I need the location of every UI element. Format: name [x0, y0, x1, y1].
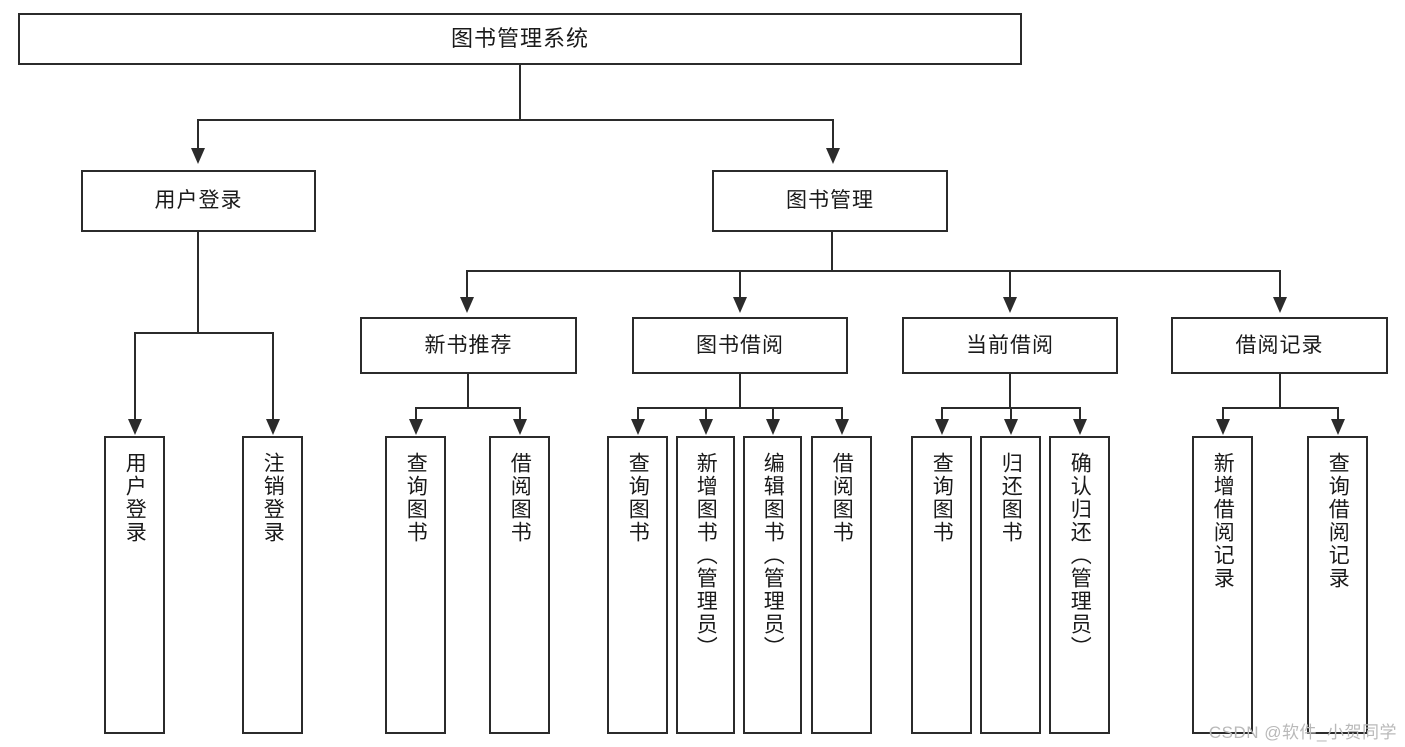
node-user-login[interactable]: 用户登录: [81, 170, 316, 232]
leaf-label: 查询图书: [626, 452, 650, 544]
leaf-bb-edit-book[interactable]: 编辑图书（管理员）: [743, 436, 802, 734]
node-label: 图书管理系统: [450, 25, 589, 51]
leaf-label: 查询图书: [930, 452, 954, 544]
connector-cb-drop-1: [941, 407, 943, 420]
connector-root-stem: [519, 65, 521, 120]
leaf-cb-return-book[interactable]: 归还图书: [980, 436, 1041, 734]
connector-root-drop-1: [197, 119, 199, 149]
arrow-to-new-book-recommend: [460, 297, 474, 313]
leaf-nbr-borrow-book[interactable]: 借阅图书: [489, 436, 550, 734]
connector-root-drop-2: [832, 119, 834, 149]
connector-bm-drop-3: [1009, 270, 1011, 298]
arrow-to-leaf-bb-add-book: [699, 419, 713, 435]
connector-cb-drop-2: [1010, 407, 1012, 420]
arrow-to-book-management: [826, 148, 840, 164]
node-book-management[interactable]: 图书管理: [712, 170, 948, 232]
leaf-bb-borrow-book[interactable]: 借阅图书: [811, 436, 872, 734]
connector-nbr-drop-2: [519, 407, 521, 420]
arrow-to-borrow-record: [1273, 297, 1287, 313]
connector-bb-drop-3: [772, 407, 774, 420]
connector-user-login-drop-2: [272, 332, 274, 420]
leaf-br-add-record[interactable]: 新增借阅记录: [1192, 436, 1253, 734]
connector-bm-drop-2: [739, 270, 741, 298]
arrow-to-current-borrow: [1003, 297, 1017, 313]
connector-bm-drop-1: [466, 270, 468, 298]
arrow-to-leaf-user-login: [128, 419, 142, 435]
arrow-to-leaf-br-query-record: [1331, 419, 1345, 435]
connector-root-bar: [197, 119, 833, 121]
node-label: 图书管理: [786, 189, 874, 213]
connector-bb-drop-4: [841, 407, 843, 420]
arrow-to-leaf-br-add-record: [1216, 419, 1230, 435]
node-new-book-recommend[interactable]: 新书推荐: [360, 317, 577, 374]
connector-br-bar: [1222, 407, 1338, 409]
leaf-br-query-record[interactable]: 查询借阅记录: [1307, 436, 1368, 734]
connector-br-drop-2: [1337, 407, 1339, 420]
leaf-label: 新增借阅记录: [1211, 452, 1235, 590]
node-label: 图书借阅: [696, 333, 784, 357]
connector-nbr-stem: [467, 374, 469, 409]
arrow-to-leaf-bb-query-book: [631, 419, 645, 435]
connector-user-login-bar: [134, 332, 273, 334]
leaf-label: 借阅图书: [508, 452, 532, 544]
leaf-label: 注销登录: [261, 452, 285, 544]
connector-user-login-drop-1: [134, 332, 136, 420]
leaf-label: 借阅图书: [830, 452, 854, 544]
connector-cb-drop-3: [1079, 407, 1081, 420]
node-label: 新书推荐: [424, 333, 513, 357]
node-root-book-management-system[interactable]: 图书管理系统: [18, 13, 1022, 65]
leaf-cb-confirm-return[interactable]: 确认归还（管理员）: [1049, 436, 1110, 734]
connector-bb-bar: [637, 407, 843, 409]
arrow-to-leaf-cb-return-book: [1004, 419, 1018, 435]
leaf-label: 编辑图书（管理员）: [761, 452, 785, 659]
connector-cb-stem: [1009, 374, 1011, 409]
connector-book-management-bar: [466, 270, 1280, 272]
node-label: 借阅记录: [1235, 333, 1324, 357]
node-label: 用户登录: [154, 189, 243, 213]
leaf-cb-query-book[interactable]: 查询图书: [911, 436, 972, 734]
connector-bb-stem: [739, 374, 741, 409]
arrow-to-leaf-bb-borrow-book: [835, 419, 849, 435]
node-book-borrow[interactable]: 图书借阅: [632, 317, 848, 374]
watermark: CSDN @软件_小贺同学: [1208, 723, 1397, 742]
leaf-label: 新增图书（管理员）: [694, 452, 718, 659]
node-current-borrow[interactable]: 当前借阅: [902, 317, 1118, 374]
leaf-bb-add-book[interactable]: 新增图书（管理员）: [676, 436, 735, 734]
arrow-to-leaf-nbr-query-book: [409, 419, 423, 435]
leaf-user-login[interactable]: 用户登录: [104, 436, 165, 734]
arrow-to-user-login: [191, 148, 205, 164]
leaf-bb-query-book[interactable]: 查询图书: [607, 436, 668, 734]
arrow-to-leaf-logout: [266, 419, 280, 435]
arrow-to-leaf-cb-query-book: [935, 419, 949, 435]
node-label: 当前借阅: [966, 333, 1054, 357]
connector-bb-drop-2: [705, 407, 707, 420]
node-borrow-record[interactable]: 借阅记录: [1171, 317, 1388, 374]
connector-bm-drop-4: [1279, 270, 1281, 298]
arrow-to-leaf-nbr-borrow-book: [513, 419, 527, 435]
connector-user-login-stem: [197, 232, 199, 333]
leaf-label: 查询借阅记录: [1326, 452, 1350, 590]
connector-nbr-bar: [415, 407, 520, 409]
arrow-to-leaf-cb-confirm-return: [1073, 419, 1087, 435]
connector-br-drop-1: [1222, 407, 1224, 420]
leaf-label: 用户登录: [123, 452, 147, 544]
leaf-label: 归还图书: [999, 452, 1023, 544]
leaf-label: 查询图书: [404, 452, 428, 544]
connector-nbr-drop-1: [415, 407, 417, 420]
leaf-nbr-query-book[interactable]: 查询图书: [385, 436, 446, 734]
leaf-label: 确认归还（管理员）: [1068, 452, 1092, 659]
leaf-logout[interactable]: 注销登录: [242, 436, 303, 734]
arrow-to-book-borrow: [733, 297, 747, 313]
connector-bb-drop-1: [637, 407, 639, 420]
connector-br-stem: [1279, 374, 1281, 409]
connector-book-management-stem: [831, 232, 833, 271]
arrow-to-leaf-bb-edit-book: [766, 419, 780, 435]
